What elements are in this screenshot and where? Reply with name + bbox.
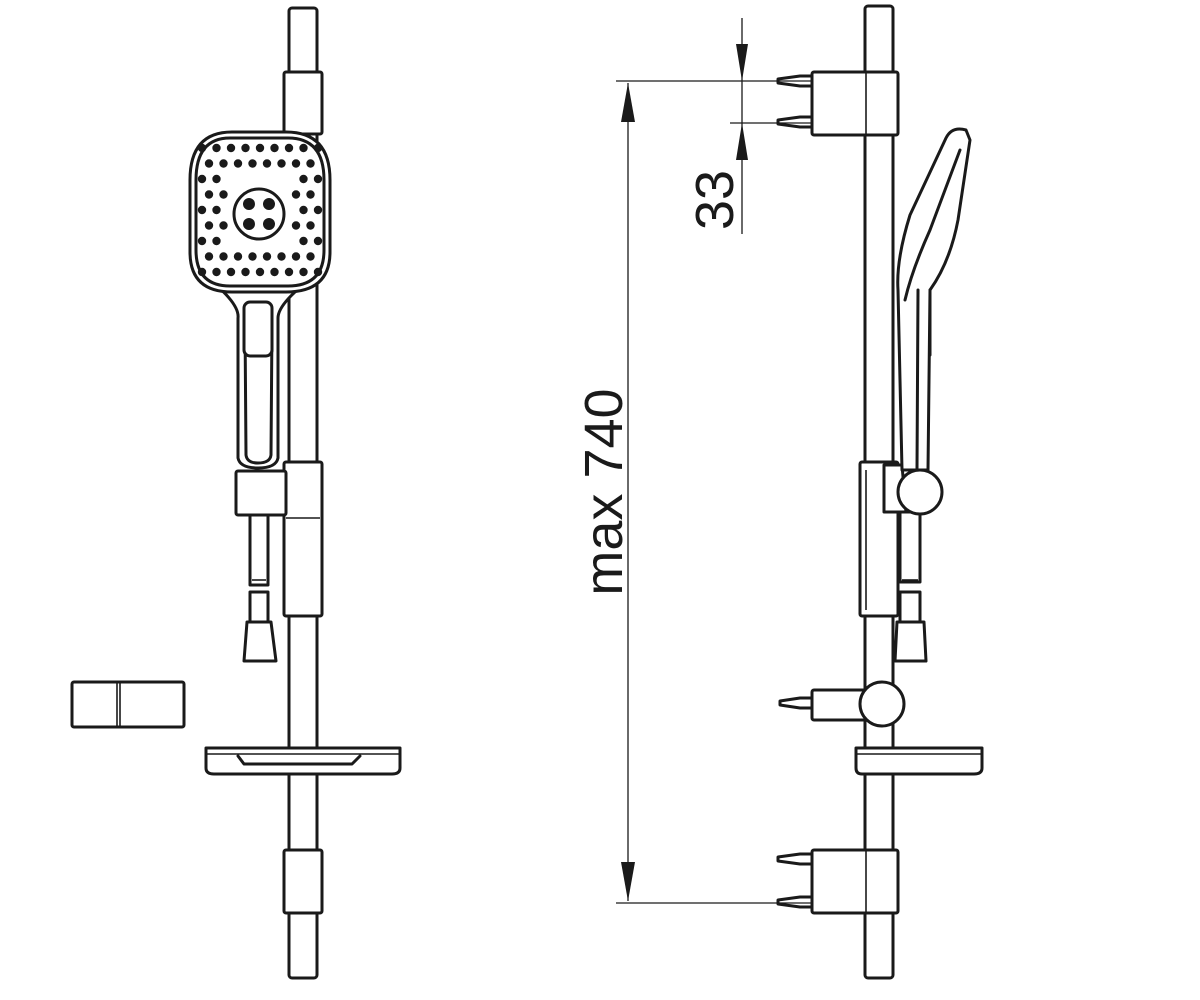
front-soap-dish	[204, 746, 402, 776]
spray-nozzle	[299, 236, 308, 246]
spray-nozzle	[233, 252, 243, 261]
spray-nozzle	[306, 190, 315, 199]
dimension-max-740: max 740	[574, 80, 812, 904]
spray-nozzle	[291, 190, 301, 199]
side-soap-dish	[854, 746, 984, 776]
spray-nozzle	[219, 221, 228, 230]
spray-nozzle	[313, 174, 323, 184]
spray-nozzle	[226, 267, 236, 277]
spray-nozzle	[262, 252, 272, 261]
spray-nozzle	[212, 236, 221, 246]
center-cluster-ring	[232, 187, 286, 241]
front-hose-upper	[248, 513, 270, 587]
spray-nozzle	[299, 174, 308, 184]
front-top-bracket	[282, 70, 324, 136]
side-hose-lower	[898, 590, 922, 624]
spray-nozzle	[197, 205, 207, 215]
front-mode-button	[242, 300, 274, 358]
spray-nozzle	[255, 143, 265, 153]
spray-nozzle	[299, 267, 308, 277]
spray-nozzle	[313, 267, 323, 277]
spray-nozzle	[262, 159, 272, 168]
spray-nozzle	[204, 221, 214, 230]
spray-nozzle	[306, 221, 315, 230]
spare-bracket-part	[70, 680, 186, 729]
spray-nozzle	[299, 143, 308, 153]
front-bottom-bracket	[282, 848, 324, 915]
side-mid-knob	[858, 680, 906, 728]
front-shower-handle	[198, 270, 322, 470]
spray-nozzle	[313, 205, 323, 215]
dimension-max-label: max 740	[574, 388, 634, 595]
spray-nozzle	[248, 159, 257, 168]
side-bottom-bracket	[810, 848, 900, 915]
spray-nozzles	[197, 143, 323, 277]
front-slider	[282, 460, 324, 618]
spray-nozzle	[197, 267, 207, 277]
spray-nozzle	[204, 159, 214, 168]
side-shower-body	[896, 127, 972, 472]
side-hose-upper	[898, 510, 922, 584]
spray-nozzle	[197, 174, 207, 184]
spray-nozzle	[241, 143, 250, 153]
spray-nozzle	[284, 267, 294, 277]
spray-nozzle	[212, 267, 221, 277]
spray-nozzle	[291, 221, 301, 230]
spray-nozzle	[248, 252, 257, 261]
spray-nozzle	[306, 252, 315, 261]
spray-nozzle	[270, 267, 279, 277]
front-hose-lower	[248, 590, 270, 624]
dimension-spacing-label: 33	[685, 170, 745, 230]
spray-nozzle	[291, 252, 301, 261]
spray-nozzle	[270, 143, 279, 153]
spray-nozzle	[219, 190, 228, 199]
spray-nozzle	[204, 252, 214, 261]
spray-nozzle	[197, 236, 207, 246]
dimension-33: 33	[685, 18, 812, 234]
spray-nozzle	[277, 252, 286, 261]
spray-nozzle	[226, 143, 236, 153]
spray-nozzle	[241, 267, 250, 277]
side-hose-cone	[893, 620, 928, 663]
spray-nozzle	[255, 267, 265, 277]
spray-nozzle	[313, 143, 323, 153]
spray-nozzle	[212, 205, 221, 215]
spray-nozzle	[212, 174, 221, 184]
front-view	[70, 6, 402, 980]
spray-nozzle	[291, 159, 301, 168]
spray-nozzle	[197, 143, 207, 153]
front-hose-cone	[242, 620, 278, 663]
spray-nozzle	[233, 159, 243, 168]
front-holder-arm	[234, 469, 288, 517]
bottom-screws	[776, 852, 814, 909]
spray-nozzle	[277, 159, 286, 168]
side-view	[776, 4, 984, 980]
top-screws	[776, 74, 814, 129]
spray-nozzle	[212, 143, 221, 153]
side-top-bracket	[810, 70, 900, 137]
spray-nozzle	[299, 205, 308, 215]
spray-nozzle	[313, 236, 323, 246]
spray-nozzle	[219, 252, 228, 261]
spray-nozzle	[306, 159, 315, 168]
spray-nozzle	[204, 190, 214, 199]
spray-nozzle	[284, 143, 294, 153]
side-adjust-knob	[896, 468, 944, 516]
spray-nozzle	[219, 159, 228, 168]
